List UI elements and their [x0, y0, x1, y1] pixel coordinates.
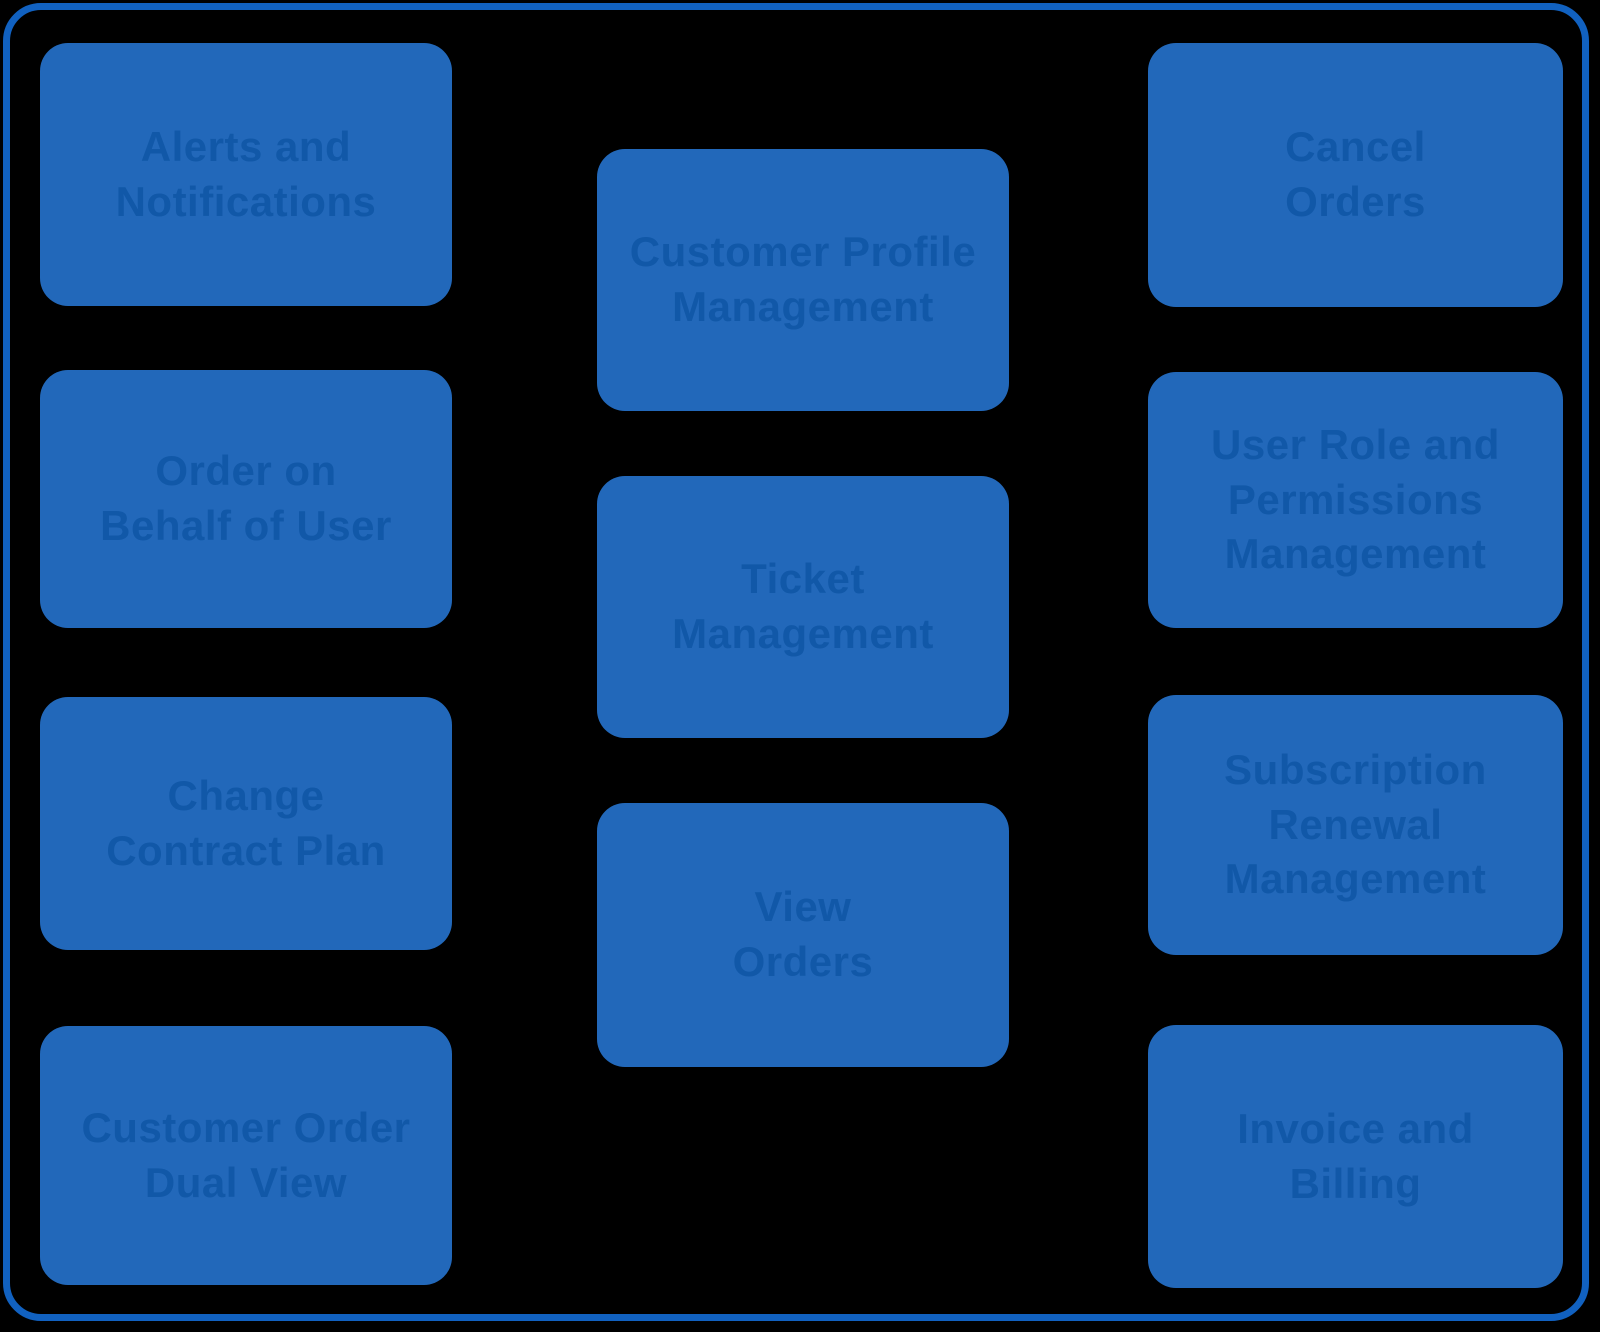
node-user-role-and-permissions-management: User Role and Permissions Management [1148, 372, 1563, 628]
node-alerts-and-notifications: Alerts and Notifications [40, 43, 452, 306]
node-customer-profile-management: Customer Profile Management [597, 149, 1009, 411]
node-label: View Orders [732, 883, 874, 985]
node-label: Change Contract Plan [106, 771, 386, 874]
node-label: Alerts and Notifications [115, 122, 377, 225]
node-label: Subscription Renewal Management [1224, 746, 1487, 903]
node-label: Order on Behalf of User [100, 447, 392, 549]
node-invoice-and-billing: Invoice and Billing [1148, 1025, 1563, 1288]
node-label: Invoice and Billing [1237, 1104, 1474, 1207]
node-view-orders: View Orders [597, 803, 1009, 1067]
node-subscription-renewal-management: Subscription Renewal Management [1148, 695, 1563, 955]
node-label: Ticket Management [672, 555, 934, 657]
node-label: Customer Profile Management [629, 228, 977, 330]
node-change-contract-plan: Change Contract Plan [40, 697, 452, 950]
node-label: Cancel Orders [1285, 123, 1426, 225]
node-ticket-management: Ticket Management [597, 476, 1009, 738]
node-label: Customer Order Dual View [81, 1103, 411, 1206]
node-label: User Role and Permissions Management [1211, 421, 1500, 578]
node-customer-order-dual-view: Customer Order Dual View [40, 1026, 452, 1285]
node-order-on-behalf-of-user: Order on Behalf of User [40, 370, 452, 628]
node-cancel-orders: Cancel Orders [1148, 43, 1563, 307]
diagram-frame [3, 3, 1589, 1321]
